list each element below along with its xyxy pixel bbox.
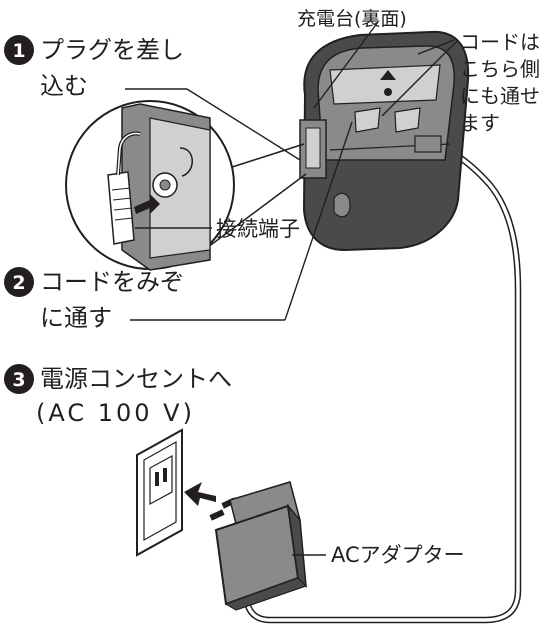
wall-outlet	[136, 428, 183, 557]
leader-lines	[125, 21, 459, 556]
ac-adapter-label: ACアダプター	[331, 543, 465, 567]
step-1-line-2: 込む	[40, 72, 88, 100]
step-1-badge	[4, 35, 34, 65]
step-3-badge	[4, 364, 34, 394]
step-3: 3 電源コンセントへ (AC 100 V)	[4, 364, 232, 427]
step-1-line-1: プラグを差し	[40, 36, 184, 64]
cord-side-line-4: ます	[460, 111, 500, 135]
step-3-number: 3	[12, 369, 25, 391]
cord-side-line-3: にも通せ	[460, 84, 540, 108]
step-2-number: 2	[12, 272, 25, 294]
ac-adapter-illustration	[209, 481, 308, 611]
charger-rear-label: 充電台(裏面)	[297, 8, 407, 30]
detail-callout	[65, 100, 307, 271]
charger-illustration	[299, 30, 470, 252]
terminal-label: 接続端子	[216, 217, 300, 241]
step-2-badge	[4, 267, 34, 297]
insert-arrow	[184, 482, 216, 506]
step-3-line-1: 電源コンセントへ	[40, 365, 232, 393]
step-1: 1 プラグを差し 込む	[4, 35, 184, 100]
cord-side-line-2: こちら側	[460, 57, 540, 81]
step-1-number: 1	[12, 40, 25, 62]
cord-side-note: コードは こちら側 にも通せ ます	[460, 30, 540, 135]
step-2-line-2: に通す	[40, 304, 112, 332]
step-2: 2 コードをみぞ に通す	[4, 267, 184, 332]
ac-cord	[242, 136, 522, 624]
step-3-line-2: (AC 100 V)	[36, 399, 195, 427]
step-2-line-1: コードをみぞ	[40, 268, 184, 296]
cord-side-line-1: コードは	[460, 30, 540, 54]
